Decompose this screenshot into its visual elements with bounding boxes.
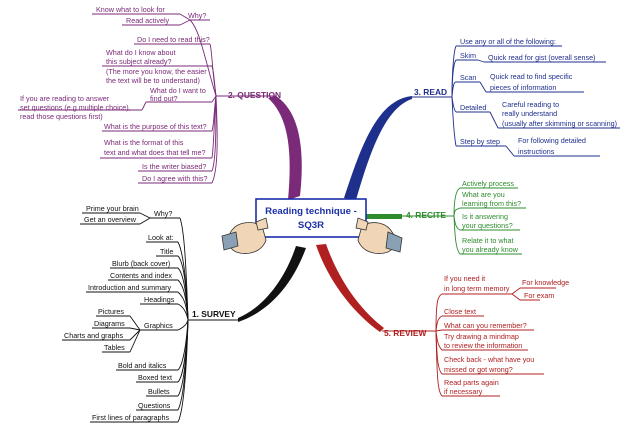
survey-title: 1. SURVEY [192,309,236,319]
survey-why: Why? [154,209,172,218]
question-answer-sets-3: read those questions first) [20,112,103,121]
review-parts-2: if necessary [444,387,483,396]
review-title: 5. REVIEW [384,328,426,338]
survey-graphics: Graphics [144,321,173,330]
read-use-any: Use any or all of the following: [460,37,556,46]
recite-relate-2: you already know [462,245,519,254]
review-close: Close text [444,307,476,316]
read-scan-desc-2: pieces of information [490,83,556,92]
question-want-find-2: find out? [150,94,178,103]
question-purpose: What is the purpose of this text? [104,122,207,131]
question-title: 2. QUESTION [228,90,281,100]
recite-learning-1: What are you [462,190,505,199]
read-step-desc-2: instructions [518,147,555,156]
survey-look-at: Look at: [148,233,174,242]
survey-boxed: Boxed text [138,373,172,382]
question-know-what: Know what to look for [96,5,165,14]
review-mindmap-1: Try drawing a mindmap [444,332,519,341]
review-need-1: If you need it [444,274,485,283]
question-agree: Do I agree with this? [142,174,208,183]
review-mindmap-2: to review the information [444,341,522,350]
review-need-2: in long term memory [444,284,510,293]
review-remember: What can you remember? [444,321,527,330]
recite-actively: Actively process [462,179,514,188]
survey-bullets: Bullets [148,387,170,396]
recite-connectors [402,187,526,255]
review-connectors [382,287,556,397]
survey-contents: Contents and index [110,271,172,280]
survey-first-lines: First lines of paragraphs [92,413,170,422]
read-connectors [412,45,620,157]
question-want-find-1: What do I want to [150,86,206,95]
read-branch [344,96,412,200]
survey-bold: Bold and italics [118,361,167,370]
read-skim: Skim [460,51,476,60]
survey-headings: Headings [144,295,175,304]
survey-tables: Tables [104,343,125,352]
question-know-about-1: What do I know about [106,48,176,57]
question-why: Why? [188,11,206,20]
review-knowledge: For knowledge [522,278,569,287]
review-exam: For exam [524,291,554,300]
right-hand-illustration [355,217,403,254]
review-check-2: missed or got wrong? [444,365,513,374]
question-connectors [18,13,276,184]
recite-learning-2: learning from this? [462,199,521,208]
survey-connectors [62,212,238,423]
read-title: 3. READ [414,87,447,97]
recite-answering-1: Is it answering [462,212,508,221]
question-know-about-4: the text will be to understand) [106,76,200,85]
read-detailed: Detailed [460,103,486,112]
recite-answering-2: your questions? [462,221,513,230]
center-topic-box [255,198,367,238]
question-format-2: text and what does that tell me? [104,148,206,157]
read-step: Step by step [460,137,500,146]
question-answer-sets-2: set questions (e.g multiple choice), [20,103,131,112]
recite-title: 4. RECITE [406,210,446,220]
center-topic-line2: SQ3R [298,220,324,231]
survey-title-item: Title [160,247,173,256]
survey-intro: Introduction and summary [88,283,172,292]
survey-diagrams: Diagrams [94,319,125,328]
read-scan: Scan [460,73,476,82]
read-detailed-desc-1: Careful reading to [502,100,559,109]
question-branch [268,96,302,200]
read-detailed-desc-2: really understand [502,109,557,118]
question-read-actively: Read actively [126,16,170,25]
survey-pictures: Pictures [98,307,124,316]
review-check-1: Check back - what have you [444,355,534,364]
review-branch [316,244,384,332]
question-need-to-read: Do I need to read this? [137,35,210,44]
survey-overview: Get an overview [84,215,137,224]
read-step-desc-1: For following detailed [518,136,586,145]
survey-blurb: Blurb (back cover) [112,259,170,268]
read-scan-desc-1: Quick read to find specific [490,72,573,81]
survey-questions: Questions [138,401,171,410]
read-skim-desc: Quick read for gist (overall sense) [488,53,595,62]
question-format-1: What is the format of this [104,138,184,147]
survey-prime: Prime your brain [86,204,139,213]
recite-branch [362,214,402,219]
survey-charts: Charts and graphs [64,331,124,340]
recite-relate-1: Relate it to what [462,236,514,245]
review-parts-1: Read parts again [444,378,499,387]
read-detailed-desc-3: (usually after skimming or scanning) [502,119,617,128]
question-biased: Is the writer biased? [142,162,206,171]
survey-branch [238,246,306,322]
left-hand-illustration [221,217,269,254]
center-topic-line1: Reading technique - [265,206,357,217]
question-know-about-2: this subject already? [106,57,172,66]
question-know-about-3: (The more you know, the easier [106,67,207,76]
question-answer-sets-1: If you are reading to answer [20,94,110,103]
